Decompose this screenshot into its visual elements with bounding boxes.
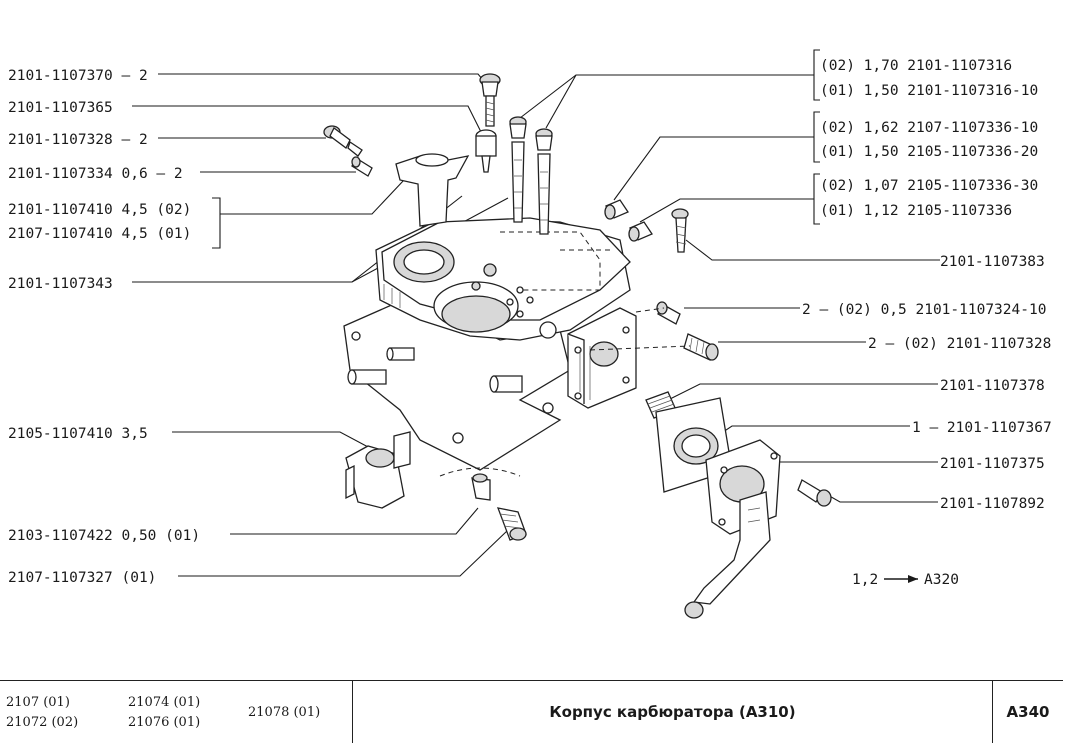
model-0: 2107 (01) [6,695,70,710]
title-block: 2107 (01) 21072 (02) 21074 (01) 21076 (0… [0,680,1063,743]
label-left-0: 2101-1107370 — 2 [8,68,148,84]
econostat-jet [656,301,681,325]
idle-jet-screw [479,73,501,127]
float-valve-body [395,153,470,227]
leader-lines-right [519,74,940,503]
idle-screw-bottom [496,507,527,541]
label-right-12: 2101-1107892 [940,496,1045,512]
leader-lines-left [132,73,509,577]
label-right-10: 1 — 2101-1107367 [912,420,1052,436]
drawing-title: Корпус карбюратора (А310) [353,681,993,743]
label-left-8: 2103-1107422 0,50 (01) [8,528,200,544]
model-2: 21074 (01) [128,695,201,710]
dash-axis-2 [635,307,665,313]
label-right-2: (02) 1,62 2107-1107336-10 [820,120,1038,136]
label-left-3: 2101-1107334 0,6 — 2 [8,166,183,182]
label-left-1: 2101-1107365 [8,100,113,116]
model-3: 21076 (01) [128,715,201,730]
ref-arrow-head [908,575,918,583]
pump-lever [684,491,771,619]
label-right-4: (02) 1,07 2105-1107336-30 [820,178,1038,194]
idle-jet-holder [475,129,497,173]
label-right-8: 2 — (02) 2101-1107328 [868,336,1051,352]
right-brackets [813,49,820,225]
label-left-9: 2107-1107327 (01) [8,570,156,586]
label-right-7: 2 — (02) 0,5 2101-1107324-10 [802,302,1046,318]
main-fuel-jets [604,199,653,242]
label-right-5: (01) 1,12 2105-1107336 [820,203,1012,219]
pump-jet-screw [671,208,689,253]
label-right-1: (01) 1,50 2101-1107316-10 [820,83,1038,99]
plug-screw-right [683,333,719,361]
label-right-9: 2101-1107378 [940,378,1045,394]
label-right-0: (02) 1,70 2101-1107316 [820,58,1012,74]
label-right-3: (01) 1,50 2105-1107336-20 [820,144,1038,160]
label-left-7: 2105-1107410 3,5 [8,426,148,442]
carburetor-exploded-diagram: 2101-1107370 — 2 2101-1107365 2101-11073… [8,49,1052,619]
choke-jet-block [345,431,411,509]
plug-screw-left [323,125,363,157]
model-1: 21072 (02) [6,715,79,730]
label-left-4: 2101-1107410 4,5 (02) [8,202,191,218]
ref-source: 1,2 [852,572,878,588]
applicable-models: 2107 (01) 21072 (02) 21074 (01) 21076 (0… [0,681,353,743]
label-left-6: 2101-1107343 [8,276,113,292]
model-4: 21078 (01) [248,705,321,720]
drawing-code: А340 [1006,703,1050,721]
dash-arc-bottom [439,467,521,477]
label-right-11: 2101-1107375 [940,456,1045,472]
label-left-2: 2101-1107328 — 2 [8,132,148,148]
emulsion-jet [471,473,491,501]
bracket-left [212,197,221,249]
ref-target: A320 [924,572,959,588]
label-right-6: 2101-1107383 [940,254,1045,270]
air-jets [509,116,553,235]
pump-screw [797,479,832,507]
label-left-5: 2107-1107410 4,5 (01) [8,226,191,242]
carburetor-body [343,217,637,471]
dash-axis-1 [589,345,691,351]
small-jet-left [351,156,373,177]
